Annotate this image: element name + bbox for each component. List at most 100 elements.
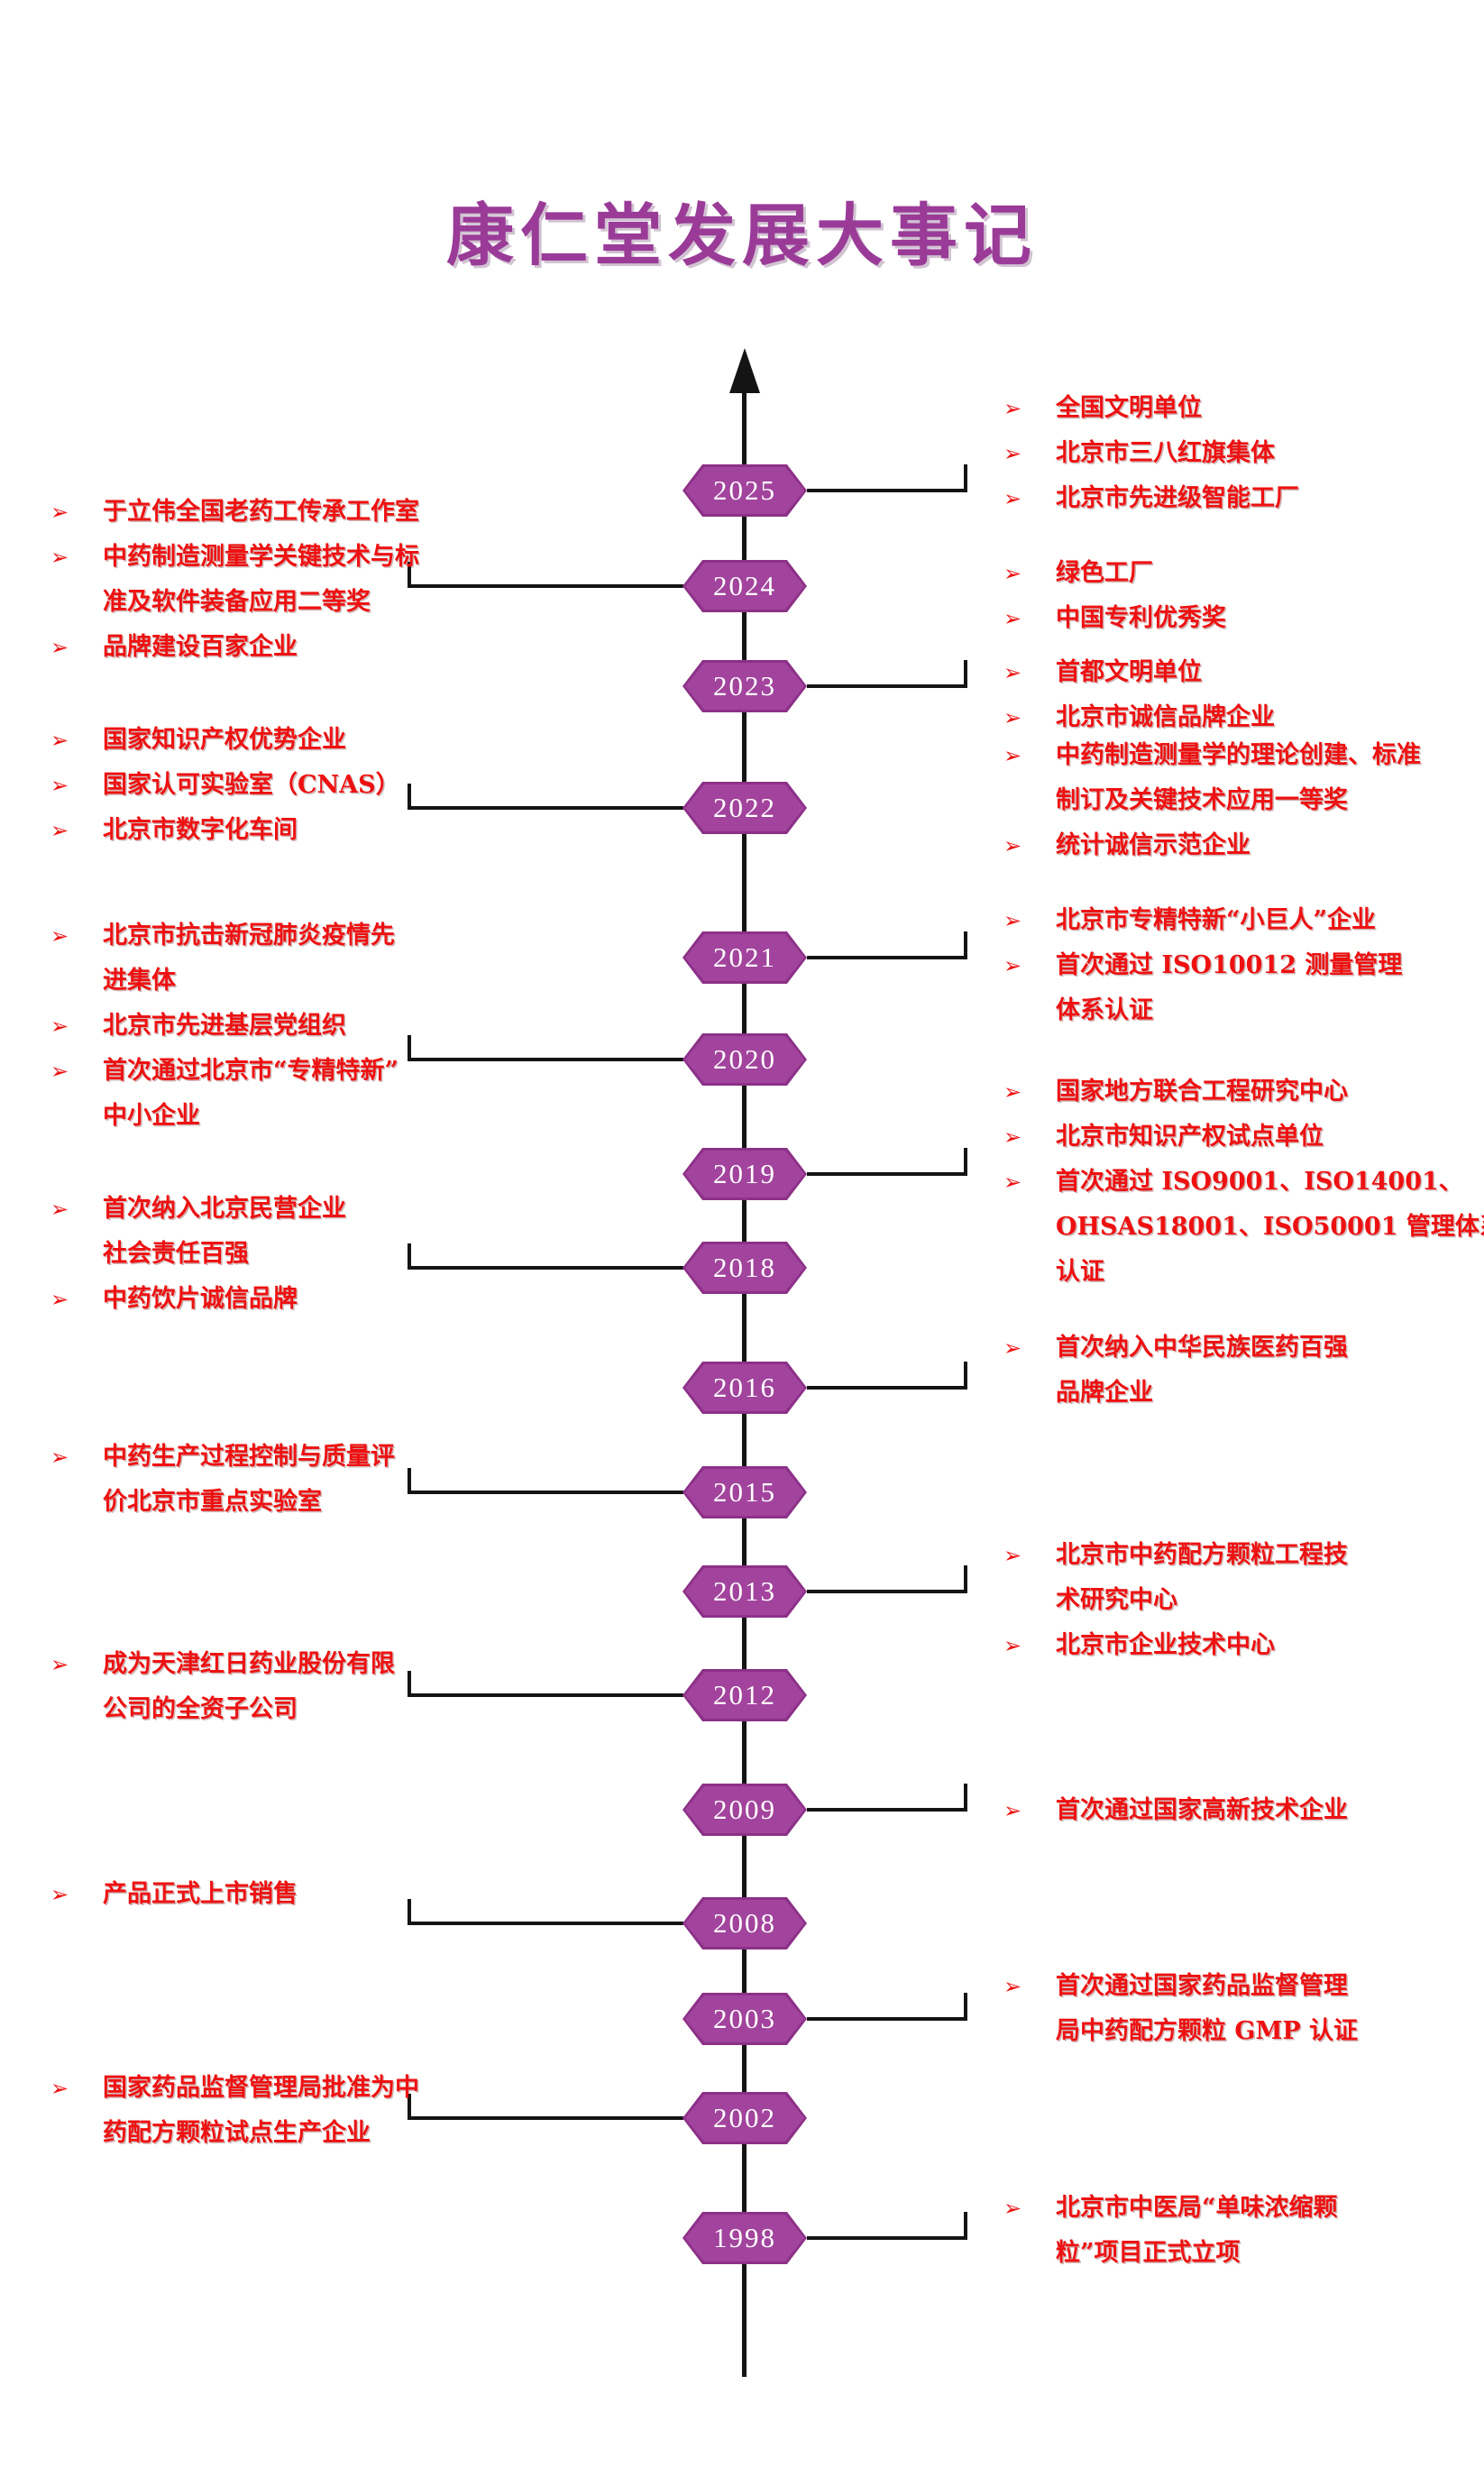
event-text: 北京市中医局“单味浓缩颗 <box>1056 2194 1338 2222</box>
connector-tick <box>964 1993 967 2019</box>
year-badge-inner: 2002 <box>685 2095 804 2142</box>
connector-tick <box>408 1035 411 1060</box>
bullet-arrow-icon: ➢ <box>1003 561 1022 586</box>
connector-line <box>807 956 967 959</box>
event-text: 北京市知识产权试点单位 <box>1056 1123 1324 1151</box>
bullet-arrow-icon: ➢ <box>1003 441 1022 466</box>
event-text-line: ➢绿色工厂 <box>1003 551 1472 596</box>
event-text-line: ➢中药制造测量学的理论创建、标准 <box>1003 733 1472 778</box>
connector-tick <box>408 1243 411 1268</box>
year-badge: 2021 <box>682 931 807 984</box>
year-badge-inner: 2016 <box>685 1364 804 1411</box>
event-text: 准及软件装备应用二等奖 <box>103 588 371 616</box>
year-badge-inner: 2013 <box>685 1568 804 1615</box>
year-badge-inner: 2003 <box>685 1995 804 2042</box>
bullet-arrow-icon: ➢ <box>1003 660 1022 685</box>
connector-tick <box>964 464 967 491</box>
event-text-line: ➢国家认可实验室（CNAS） <box>50 763 682 808</box>
event-text: 北京市企业技术中心 <box>1056 1631 1275 1659</box>
event-text: 首都文明单位 <box>1056 658 1202 686</box>
event-text: 首次通过 ISO9001、ISO14001、 <box>1056 1168 1463 1196</box>
event-block-right: ➢首次通过国家高新技术企业 <box>1003 1788 1472 1833</box>
event-text: 首次纳入北京民营企业 <box>103 1195 346 1223</box>
year-badge: 2025 <box>682 464 807 517</box>
year-badge-inner: 2022 <box>685 784 804 831</box>
event-text-line: 准及软件装备应用二等奖 <box>50 580 682 625</box>
connector-tick <box>964 1362 967 1388</box>
year-badge: 2013 <box>682 1565 807 1618</box>
event-text: 品牌建设百家企业 <box>103 633 298 661</box>
event-text-line: ➢北京市中医局“单味浓缩颗 <box>1003 2186 1472 2231</box>
event-text-line: 粒”项目正式立项 <box>1003 2231 1472 2276</box>
connector-tick <box>964 2212 967 2238</box>
event-text-line: ➢北京市中药配方颗粒工程技 <box>1003 1533 1472 1578</box>
event-text-line: 中小企业 <box>50 1094 682 1139</box>
event-text: 首次通过国家药品监督管理 <box>1056 1972 1348 2000</box>
event-text: 中国专利优秀奖 <box>1056 604 1226 632</box>
bullet-arrow-icon: ➢ <box>50 1882 69 1907</box>
event-text: 北京市三八红旗集体 <box>1056 439 1275 467</box>
event-text: 于立伟全国老药工传承工作室 <box>103 498 419 526</box>
event-text-line: ➢北京市诚信品牌企业 <box>1003 695 1472 740</box>
connector-line <box>408 1058 683 1061</box>
event-text: 首次通过国家高新技术企业 <box>1056 1796 1348 1824</box>
event-text-line: ➢品牌建设百家企业 <box>50 625 682 670</box>
connector-line <box>408 806 683 810</box>
year-label: 2021 <box>713 941 776 973</box>
event-text-line: ➢成为天津红日药业股份有限 <box>50 1642 682 1687</box>
event-text-line: 公司的全资子公司 <box>50 1687 682 1732</box>
event-block-right: ➢ 国家地方联合工程研究中心➢ 北京市知识产权试点单位 ➢首次通过 ISO9001、I… <box>1003 1069 1484 1295</box>
event-text-line: 药配方颗粒试点生产企业 <box>50 2111 682 2156</box>
bullet-arrow-icon: ➢ <box>1003 1079 1022 1105</box>
event-text-line: ➢ 国家地方联合工程研究中心 <box>1003 1069 1472 1115</box>
year-badge-inner: 2018 <box>685 1244 804 1291</box>
event-block-right: ➢ 首都文明单位 ➢北京市诚信品牌企业 <box>1003 650 1472 740</box>
event-text: 首次通过北京市“专精特新” <box>103 1057 399 1085</box>
event-text: 中药饮片诚信品牌 <box>103 1285 298 1313</box>
connector-line <box>408 1266 683 1270</box>
event-text: 公司的全资子公司 <box>103 1695 298 1723</box>
connector-tick <box>408 2094 411 2118</box>
event-text: 制订及关键技术应用一等奖 <box>1056 786 1348 814</box>
event-text: 品牌企业 <box>1056 1379 1153 1407</box>
bullet-arrow-icon: ➢ <box>50 728 69 753</box>
event-text-line: ➢国家药品监督管理局批准为中 <box>50 2066 682 2111</box>
connector-line <box>807 1386 967 1390</box>
year-label: 2012 <box>713 1679 776 1711</box>
event-block-right: ➢中药制造测量学的理论创建、标准制订及关键技术应用一等奖➢统计诚信示范企业 <box>1003 733 1472 868</box>
event-block-left: ➢中药生产过程控制与质量评价北京市重点实验室 <box>50 1435 682 1525</box>
bullet-arrow-icon: ➢ <box>1003 833 1022 858</box>
connector-line <box>408 1693 683 1697</box>
year-badge: 2003 <box>682 1993 807 2045</box>
event-block-left: ➢首次纳入北京民营企业社会责任百强➢中药饮片诚信品牌 <box>50 1187 682 1322</box>
year-badge: 1998 <box>682 2212 807 2264</box>
year-label: 2019 <box>713 1158 776 1189</box>
event-text: 全国文明单位 <box>1056 394 1202 422</box>
event-block-right: ➢绿色工厂➢中国专利优秀奖 <box>1003 551 1472 641</box>
event-text-line: ➢ 首都文明单位 <box>1003 650 1472 695</box>
year-label: 2008 <box>713 1907 776 1939</box>
year-badge-inner: 1998 <box>685 2215 804 2261</box>
connector-line <box>408 584 683 588</box>
event-text-line: ➢国家知识产权优势企业 <box>50 718 682 763</box>
bullet-arrow-icon: ➢ <box>50 818 69 843</box>
year-badge: 2019 <box>682 1148 807 1200</box>
event-text-line: ➢中国专利优秀奖 <box>1003 596 1472 641</box>
connector-line <box>807 1808 967 1812</box>
event-block-right: ➢北京市中药配方颗粒工程技术研究中心➢北京市企业技术中心 <box>1003 1533 1472 1668</box>
connector-line <box>408 1491 683 1494</box>
connector-tick <box>964 931 967 958</box>
event-text: 北京市专精特新“小巨人”企业 <box>1056 906 1377 934</box>
bullet-arrow-icon: ➢ <box>1003 1974 1022 1999</box>
bullet-arrow-icon: ➢ <box>50 1652 69 1677</box>
event-text-line: ➢中药饮片诚信品牌 <box>50 1277 682 1322</box>
event-text: 国家地方联合工程研究中心 <box>1056 1078 1348 1105</box>
event-text: 产品正式上市销售 <box>103 1880 298 1908</box>
event-text-line: ➢首次通过 ISO9001、ISO14001、 <box>1003 1160 1472 1205</box>
bullet-arrow-icon: ➢ <box>1003 486 1022 511</box>
connector-line <box>807 684 967 688</box>
event-text: 体系认证 <box>1056 996 1153 1024</box>
connector-tick <box>964 660 967 686</box>
connector-tick <box>964 1565 967 1592</box>
